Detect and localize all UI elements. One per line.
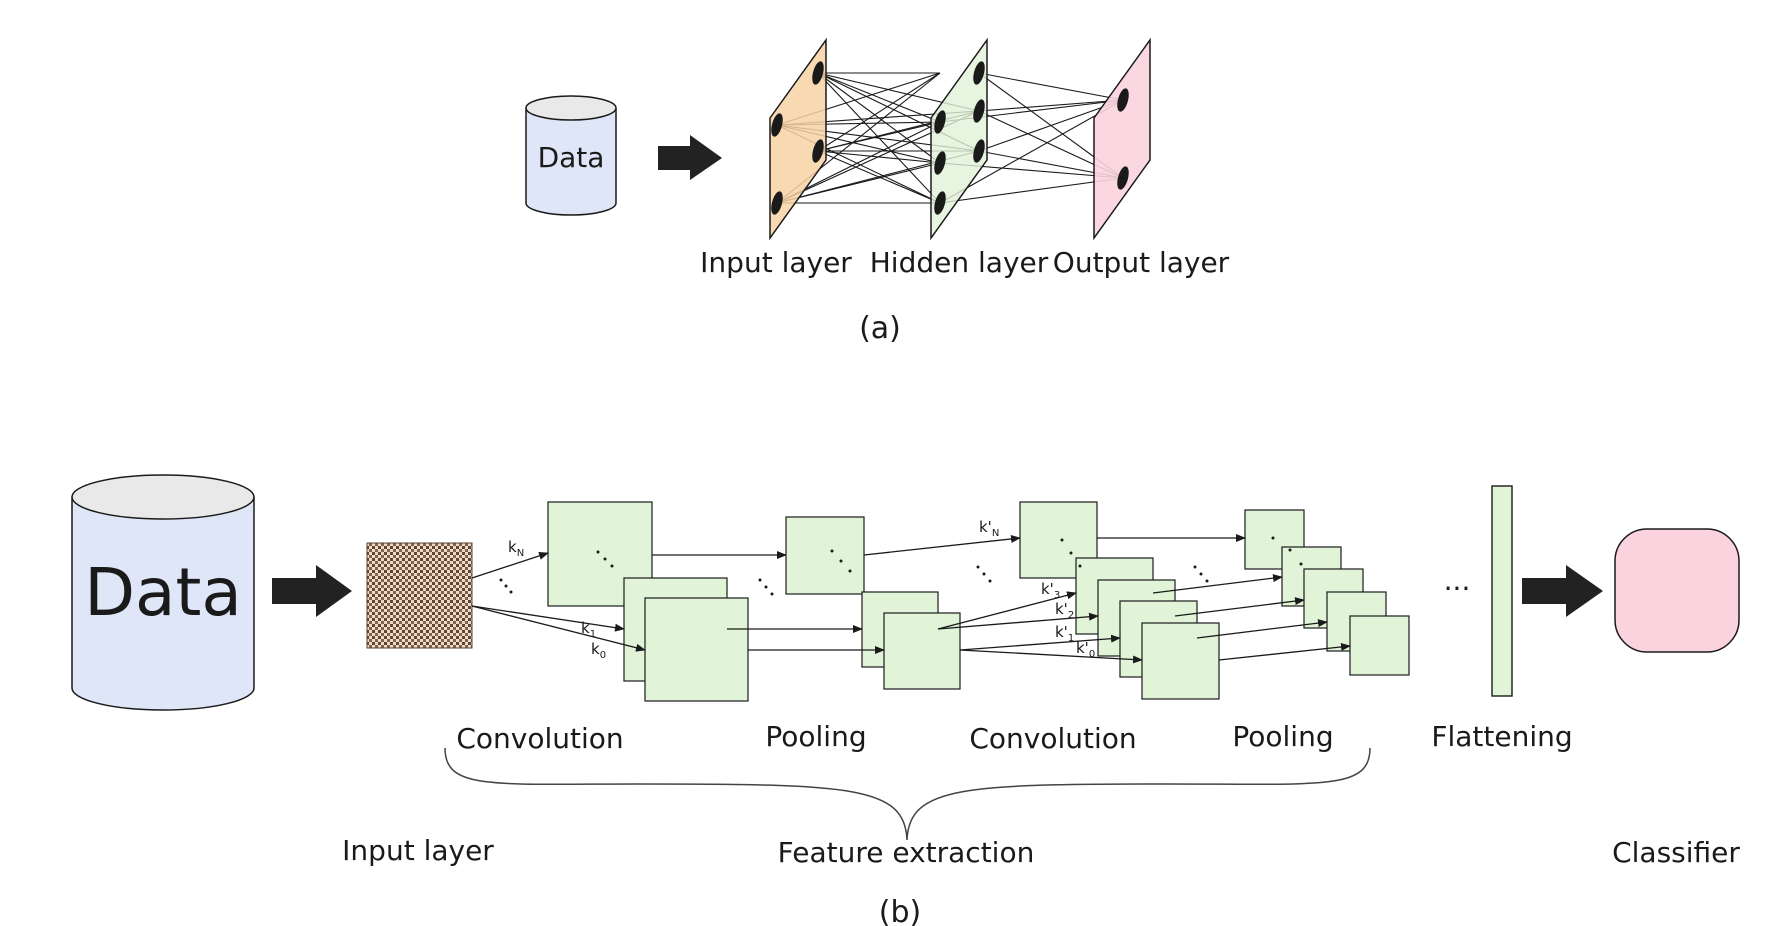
- feature-extraction-brace: [444, 747, 1371, 841]
- feature-map: [883, 612, 961, 690]
- dot: [610, 564, 614, 568]
- hidden-node: [934, 191, 946, 215]
- input-node: [812, 139, 824, 163]
- dot: [830, 549, 834, 553]
- hidden-layer-label-a: Hidden layer: [870, 246, 1049, 279]
- dot: [1078, 564, 1082, 568]
- hidden-node: [934, 110, 946, 134]
- dot: [758, 578, 762, 582]
- dot: [1060, 538, 1064, 542]
- hidden-node: [973, 61, 985, 85]
- dot: [988, 579, 992, 583]
- dot: [1288, 548, 1292, 552]
- panel-a: Data: [525, 37, 1230, 346]
- pool1-label: Pooling: [765, 720, 866, 753]
- kernel-label-kp1: k'1: [1055, 623, 1074, 644]
- channel-ellipsis-dots: [499, 536, 1303, 596]
- input-node: [771, 113, 783, 137]
- data-cylinder-small: Data: [525, 95, 617, 216]
- conv2-label: Convolution: [969, 722, 1136, 755]
- dot: [764, 585, 768, 589]
- output-nodes: [1117, 88, 1129, 190]
- input-layer-label-a: Input layer: [700, 246, 852, 279]
- output-node: [1117, 88, 1129, 112]
- dot: [504, 584, 508, 588]
- dot: [976, 565, 980, 569]
- block-arrow-icon: [658, 135, 722, 180]
- panel-b: Data: [71, 474, 1740, 926]
- hidden-node: [934, 151, 946, 175]
- input-layer-label-b: Input layer: [342, 834, 494, 867]
- caption-b: (b): [879, 895, 921, 926]
- classifier-label: Classifier: [1612, 836, 1740, 869]
- dot: [596, 550, 600, 554]
- feature-map: [1141, 622, 1220, 700]
- layers-ellipsis: ···: [1444, 572, 1471, 605]
- dot: [1193, 565, 1197, 569]
- output-layer-label-a: Output layer: [1053, 246, 1230, 279]
- flattening-bar: [1491, 485, 1513, 697]
- pool2-feature-maps: [1244, 509, 1410, 676]
- feature-map: [1349, 615, 1410, 676]
- flattening-label: Flattening: [1431, 720, 1572, 753]
- input-node: [812, 61, 824, 85]
- dot: [1205, 579, 1209, 583]
- dot: [1069, 551, 1073, 555]
- dot: [770, 592, 774, 596]
- conv2-feature-maps: [1019, 501, 1220, 700]
- dot: [982, 572, 986, 576]
- data-cylinder-large: Data: [71, 474, 255, 711]
- dot: [1199, 572, 1203, 576]
- data-label-large: Data: [84, 554, 242, 631]
- kernel-label-k1: k1: [581, 619, 596, 640]
- conv1-feature-maps: [547, 501, 749, 702]
- conv1-label: Convolution: [456, 722, 623, 755]
- hidden-nodes: [934, 61, 985, 215]
- dot: [1299, 562, 1303, 566]
- input-layer-plane: [769, 37, 827, 241]
- kernel-label-kp0: k'0: [1076, 639, 1095, 660]
- kernel-label-k0: k0: [591, 640, 606, 661]
- dot: [848, 569, 852, 573]
- feature-map: [644, 597, 749, 702]
- output-node: [1117, 166, 1129, 190]
- kernel-label-kp2: k'2: [1055, 600, 1074, 621]
- caption-a: (a): [859, 311, 901, 346]
- hidden-layer-plane: [930, 37, 988, 241]
- pool2-label: Pooling: [1232, 720, 1333, 753]
- connection-arrows: [471, 534, 1351, 664]
- hidden-node: [973, 139, 985, 163]
- dot: [499, 578, 503, 582]
- dot: [509, 590, 513, 594]
- data-label-small: Data: [538, 141, 605, 174]
- block-arrow-icon: [1522, 565, 1603, 617]
- pool1-feature-maps: [785, 516, 961, 690]
- input-image-grid: [366, 542, 473, 649]
- dot: [603, 557, 607, 561]
- classifier-box: [1614, 528, 1740, 653]
- input-node: [771, 191, 783, 215]
- dot: [839, 559, 843, 563]
- hidden-node: [973, 99, 985, 123]
- block-arrow-icon: [272, 565, 352, 617]
- kernel-labels: kN k1 k0 k'N k'3 k'2 k'1 k'0: [508, 518, 1095, 661]
- feature-extraction-label: Feature extraction: [778, 836, 1035, 869]
- kernel-label-kp3: k'3: [1041, 580, 1060, 601]
- kernel-label-kpN: k'N: [979, 518, 999, 539]
- output-layer-plane: [1093, 37, 1151, 241]
- kernel-label-kN: kN: [508, 538, 524, 559]
- input-nodes: [771, 61, 824, 215]
- feature-map: [785, 516, 865, 595]
- dot: [1271, 536, 1275, 540]
